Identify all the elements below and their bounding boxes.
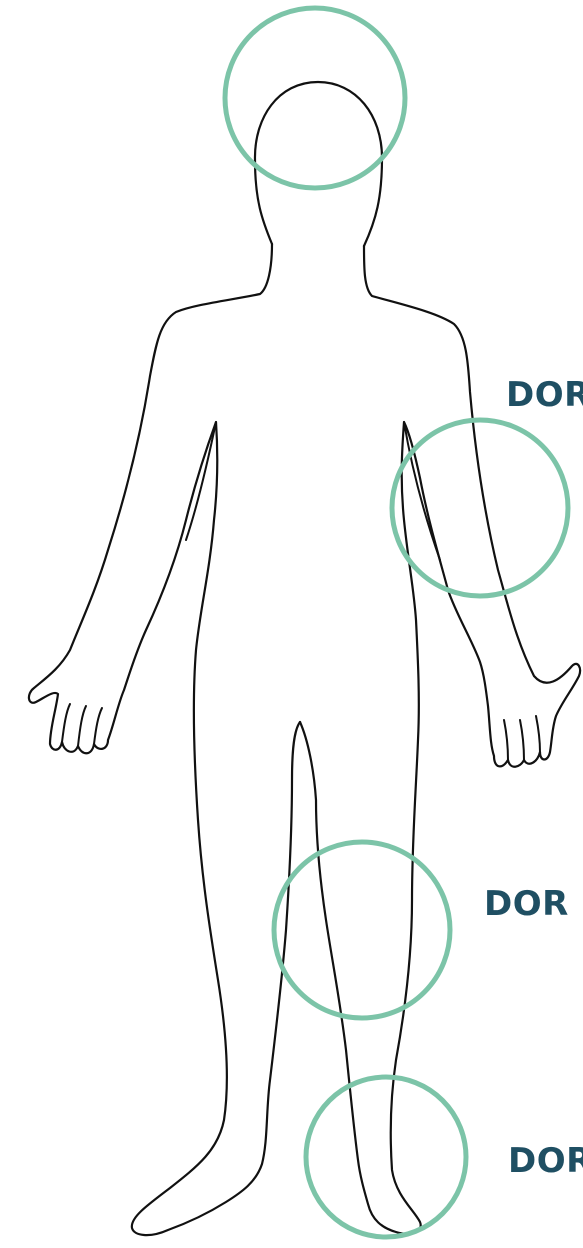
human-body-outline: [29, 82, 580, 1235]
ankle-pain-label: DOR: [508, 1144, 583, 1178]
hip-pain-label: DOR: [506, 378, 583, 412]
ankle-pain-marker: [306, 1077, 466, 1237]
inner-arm-left: [186, 422, 216, 540]
head-outline: [255, 82, 382, 246]
right-hand-fingers: [504, 716, 540, 760]
left-hand-fingers: [62, 704, 102, 746]
head-pain-marker: [225, 8, 405, 188]
body-left-outline: [29, 244, 300, 1235]
knee-pain-label: DOR: [484, 887, 569, 921]
knee-pain-marker: [274, 842, 450, 1018]
hip-pain-marker: [392, 420, 568, 596]
